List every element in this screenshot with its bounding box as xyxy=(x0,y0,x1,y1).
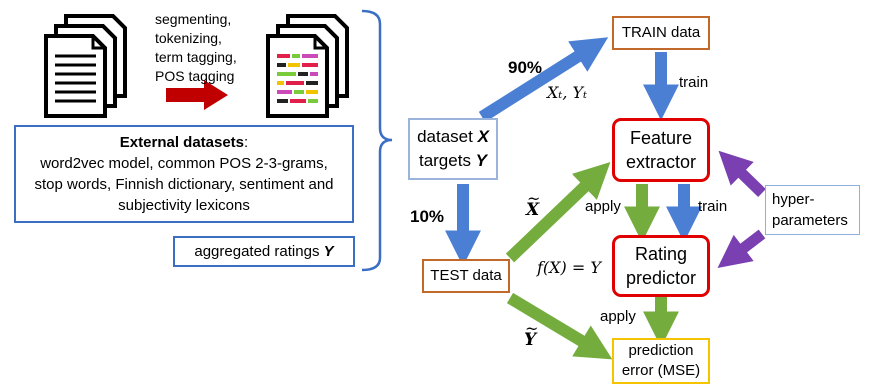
feature-extractor-line-2: extractor xyxy=(625,152,697,172)
tag-marks xyxy=(277,54,318,103)
hyperparameters-line-2: parameters xyxy=(772,212,848,229)
x-tilde-label: ~ X xyxy=(526,189,540,220)
apply-label-middle: apply xyxy=(585,198,621,215)
dataset-x-var: X xyxy=(477,127,489,146)
prediction-error-line-1: prediction xyxy=(628,342,694,359)
hyperparameters-box: hyper- parameters xyxy=(765,185,860,235)
external-line-3: subjectivity lexicons xyxy=(118,197,250,214)
preprocessing-arrow xyxy=(166,80,228,110)
x-tilde-var: X xyxy=(526,200,540,220)
feature-extractor-line-1: Feature xyxy=(629,128,693,148)
aggregated-ratings-label: aggregated ratings xyxy=(194,242,324,260)
y-tilde-mark: ~ xyxy=(525,319,539,338)
train-data-box: TRAIN data xyxy=(612,16,710,50)
rating-predictor-line-2: predictor xyxy=(625,268,697,288)
arrow-dataset-to-train xyxy=(478,37,609,123)
dataset-label: dataset xyxy=(417,127,478,146)
test-data-box: TEST data xyxy=(422,259,510,293)
apply-label-bottom: apply xyxy=(600,308,636,325)
step-term-tagging: term tagging, xyxy=(155,49,237,65)
external-line-2: stop words, Finnish dictionary, sentimen… xyxy=(34,176,334,193)
external-datasets-box: External datasets: word2vec model, commo… xyxy=(14,125,354,223)
hyperparameters-line-1: hyper- xyxy=(772,191,815,208)
arrow-hyper-to-feature xyxy=(718,150,766,197)
y-tilde-label: ~ Y xyxy=(524,319,538,350)
rating-predictor-line-1: Rating xyxy=(634,244,688,264)
feature-extractor-box: Feature extractor xyxy=(612,118,710,182)
step-segmenting: segmenting, xyxy=(155,11,232,27)
train-label-middle: train xyxy=(698,198,728,215)
step-tokenizing: tokenizing, xyxy=(155,30,222,46)
y-tilde-var: Y xyxy=(524,330,537,350)
group-brace xyxy=(361,9,393,272)
rating-predictor-box: Rating predictor xyxy=(612,235,710,297)
arrow-hyper-to-rating xyxy=(717,229,766,269)
targets-label: targets xyxy=(418,151,476,170)
train-label-top: train xyxy=(679,74,709,91)
raw-documents-icon xyxy=(44,14,127,118)
dataset-box: dataset X targets Y xyxy=(408,118,498,180)
test-percent-label: 10% xyxy=(410,207,445,226)
aggregated-ratings-var: Y xyxy=(323,242,334,260)
prediction-error-line-2: error (MSE) xyxy=(621,362,701,379)
targets-y-var: Y xyxy=(475,151,488,170)
external-title-colon: : xyxy=(244,134,249,151)
prediction-error-box: prediction error (MSE) xyxy=(612,338,710,384)
train-split-symbols: Xₜ, Yₜ xyxy=(547,83,588,102)
train-data-label: TRAIN data xyxy=(621,24,701,41)
external-title: External datasets xyxy=(119,134,245,151)
model-function-label: f(X) = Y xyxy=(537,258,601,277)
train-percent-label: 90% xyxy=(508,58,543,77)
external-line-1: word2vec model, common POS 2-3-grams, xyxy=(40,155,328,172)
arrow-test-to-error xyxy=(506,292,613,360)
test-data-label: TEST data xyxy=(430,267,502,284)
preprocessing-steps: segmenting, tokenizing, term tagging, PO… xyxy=(155,10,237,86)
aggregated-ratings-box: aggregated ratings Y xyxy=(173,236,355,267)
external-title-line: External datasets: xyxy=(120,132,248,153)
step-pos-tagging: POS tagging xyxy=(155,68,235,84)
x-tilde-mark: ~ xyxy=(527,189,541,208)
arrow-test-to-feature xyxy=(505,162,611,263)
